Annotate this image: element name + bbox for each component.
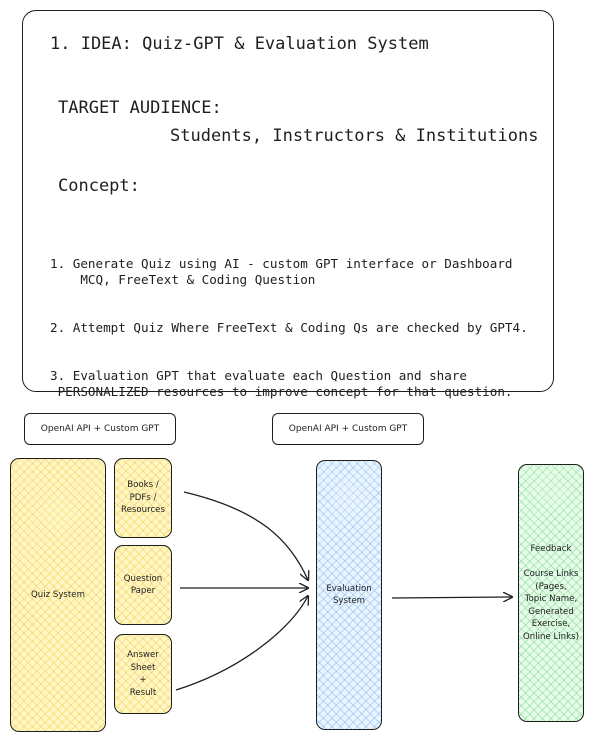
target-audience-heading: TARGET AUDIENCE: xyxy=(58,98,222,118)
concept-point-3: 3. Evaluation GPT that evaluate each Que… xyxy=(50,368,513,399)
concept-list: 1. Generate Quiz using AI - custom GPT i… xyxy=(50,224,528,416)
feedback-block: Feedback Course Links (Pages, Topic Name… xyxy=(518,464,584,722)
books-label: Books / PDFs / Resources xyxy=(121,480,165,516)
evaluation-system-label: Evaluation System xyxy=(326,583,372,607)
arrow-books-to-evaluation xyxy=(183,491,308,580)
quiz-system-label: Quiz System xyxy=(31,589,85,600)
concept-point-1: 1. Generate Quiz using AI - custom GPT i… xyxy=(50,256,513,287)
arrow-evaluation-to-feedback xyxy=(391,597,512,598)
quiz-system-block: Quiz System xyxy=(10,458,106,732)
target-audience-value: Students, Instructors & Institutions xyxy=(170,126,539,146)
answer-sheet-label: Answer Sheet + Result xyxy=(127,650,159,698)
concept-point-2: 2. Attempt Quiz Where FreeText & Coding … xyxy=(50,320,528,335)
answer-sheet-block: Answer Sheet + Result xyxy=(114,634,172,714)
feedback-label: Feedback Course Links (Pages, Topic Name… xyxy=(523,544,579,642)
question-paper-block: Question Paper xyxy=(114,545,172,625)
concept-heading: Concept: xyxy=(58,176,140,196)
openai-label-right: OpenAI API + Custom GPT xyxy=(272,413,424,445)
evaluation-system-block: Evaluation System xyxy=(316,460,382,730)
idea-card xyxy=(22,10,554,392)
idea-title: 1. IDEA: Quiz-GPT & Evaluation System xyxy=(50,34,429,54)
arrow-answer-to-evaluation xyxy=(175,596,308,691)
openai-label-left: OpenAI API + Custom GPT xyxy=(24,413,176,445)
books-block: Books / PDFs / Resources xyxy=(114,458,172,538)
question-paper-label: Question Paper xyxy=(123,573,163,597)
